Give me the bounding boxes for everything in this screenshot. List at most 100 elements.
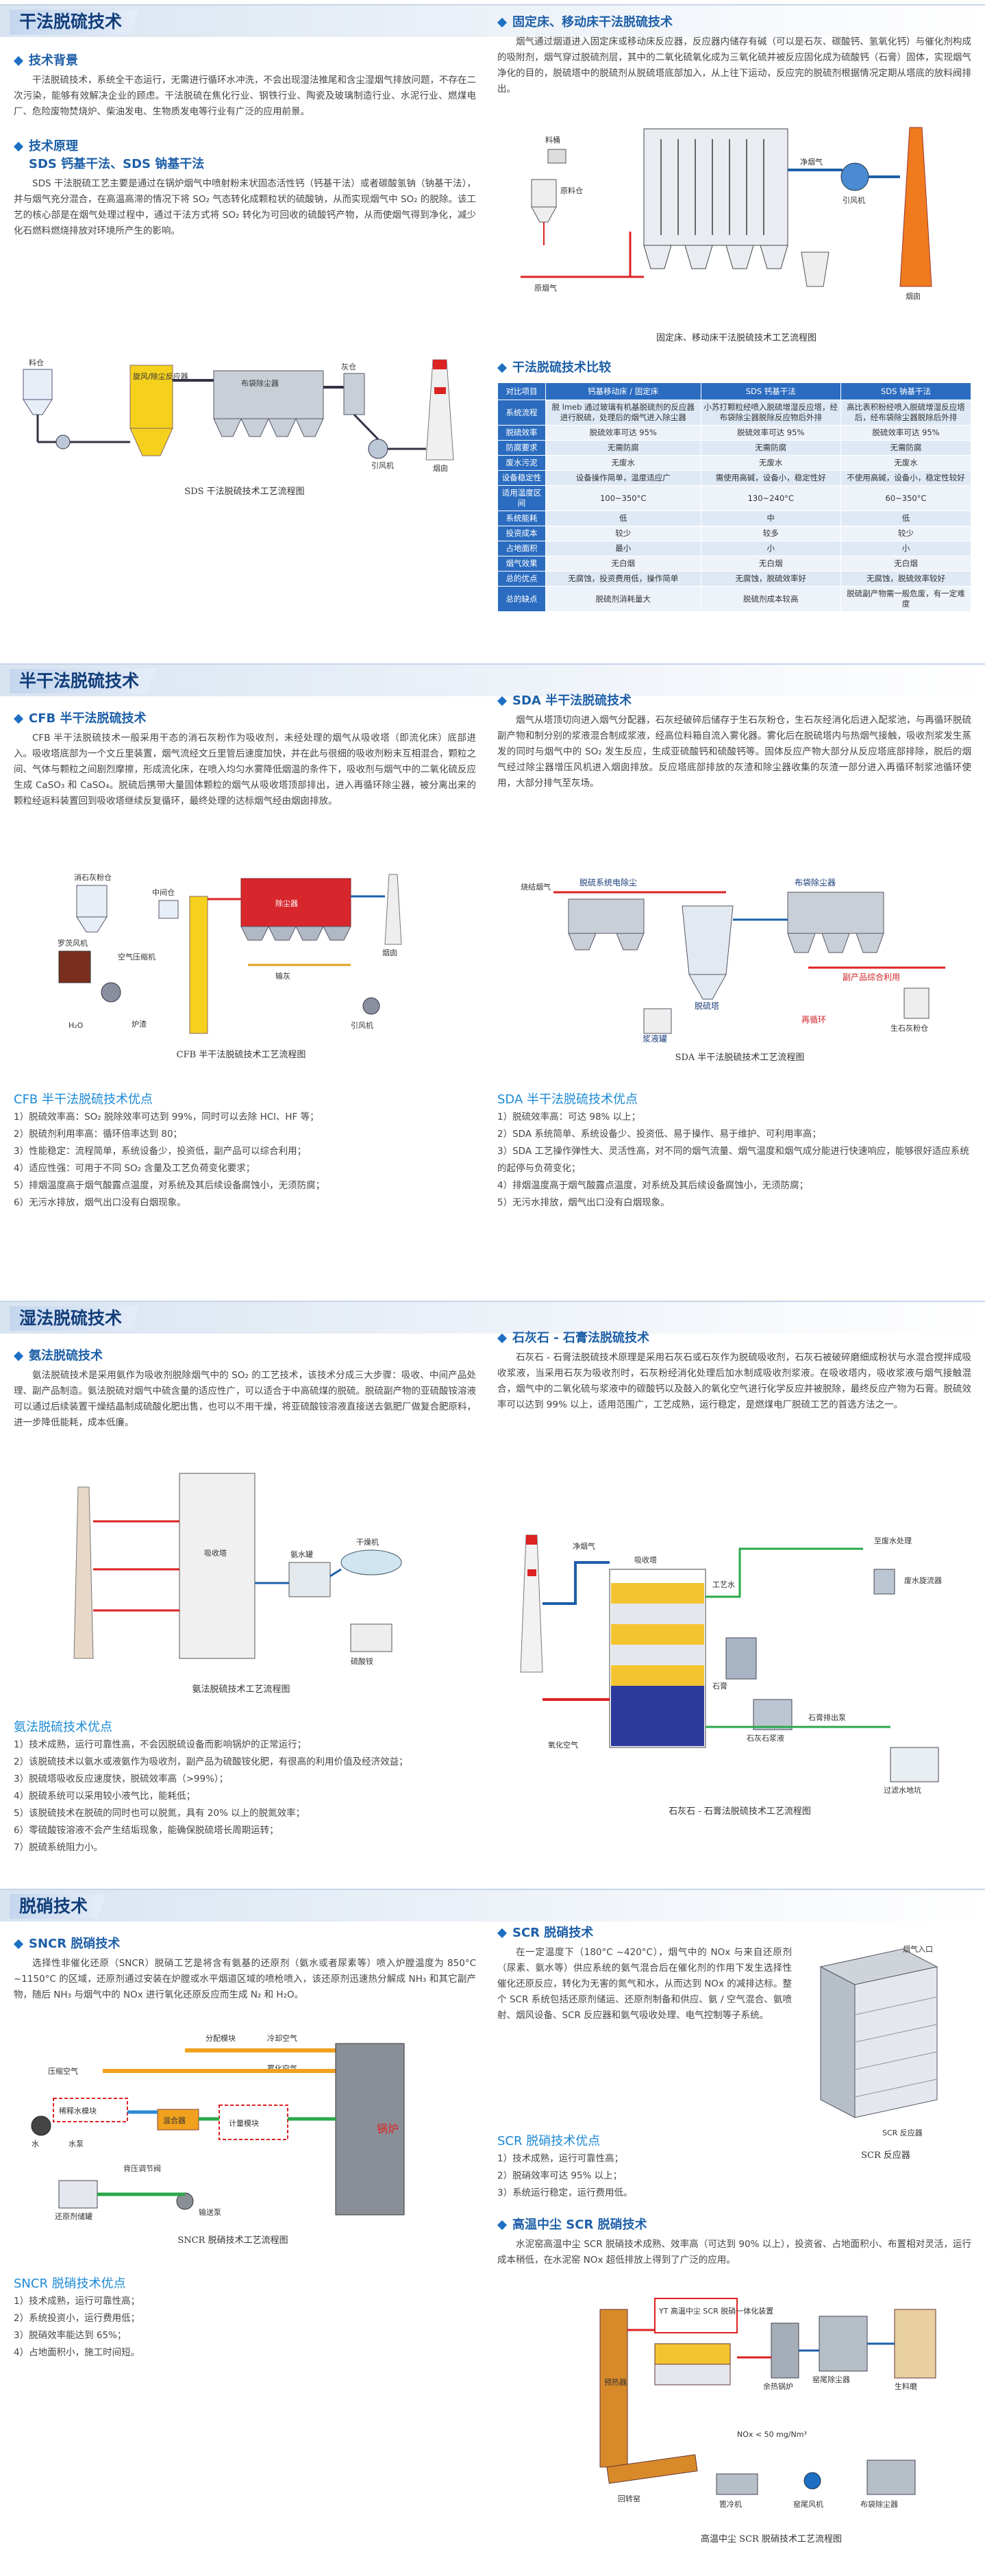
cfb-label-fan: 引风机 [351, 1020, 373, 1030]
lime-label-process-water: 工艺水 [712, 1580, 735, 1589]
dry-principle-title: 技术原理 [29, 139, 78, 154]
compare-cell: 无白烟 [840, 556, 971, 572]
lime-block: 石灰石 - 石膏法脱硫技术 石灰石 - 石膏法脱硫技术原理是采用石灰石或石灰作为… [497, 1329, 971, 1413]
hd-label-waste-heat: 余热锅炉 [763, 2381, 793, 2391]
sda-label-byproduct: 副产品综合利用 [843, 972, 900, 982]
scr-label-reactor: SCR 反应器 [882, 2128, 923, 2137]
advantage-item: 1）技术成熟，运行可靠性高，不会因脱硫设备而影响锅炉的正常运行； [14, 1739, 307, 1750]
fixed-bed-diagram: 料桶 原料仓 净烟气 引风机 烟囱 原烟气 [521, 127, 932, 301]
sncr-label-tank: 还原剂储罐 [55, 2211, 92, 2221]
compare-cell: 无需防腐 [545, 440, 701, 456]
diamond-bullet-icon [13, 1939, 24, 1950]
compare-table: 对比项目 钙基移动床 / 固定床 SDS 钙基干法 SDS 钠基干法 系统流程脱… [497, 382, 971, 612]
ammonia-caption: 氨法脱硫技术工艺流程图 [192, 1684, 290, 1695]
sncr-title: SNCR 脱硝技术 [29, 1937, 121, 1951]
sda-label-bag: 布袋除尘器 [795, 877, 836, 887]
compare-cell: 脱硫剂成本较高 [700, 586, 842, 612]
advantage-item: 1）脱硫效率高：SO₂ 脱除效率可达到 99%，同时可以去除 HCl、HF 等； [14, 1112, 319, 1123]
sncr-label-water: 水 [32, 2139, 39, 2148]
advantage-item: 7）脱硫系统阻力小。 [14, 1842, 103, 1853]
ammonia-block: 氨法脱硫技术 氨法脱硫技术是采用氨作为吸收剂脱除烟气中的 SO₂ 的工艺技术，该… [13, 1347, 476, 1431]
advantage-item: 1）技术成熟，运行可靠性高； [497, 2153, 624, 2164]
cfb-adv-title: CFB 半干法脱硫技术优点 [14, 1092, 153, 1107]
compare-cell: 小 [840, 541, 971, 556]
diamond-bullet-icon [497, 363, 508, 373]
advantage-item: 3）SDA 工艺操作弹性大、灵活性高，对不同的烟气流量、烟气温度和烟气成分能进行… [497, 1146, 969, 1174]
lime-label-pit: 过滤水地坑 [884, 1785, 921, 1795]
advantage-item: 4）占地面积小，施工时间短。 [14, 2347, 140, 2358]
scr-adv-title: SCR 脱硝技术优点 [497, 2134, 601, 2148]
compare-table-row: 总的优点无腐蚀，投资费用低，操作简单无腐蚀，脱硫效率好无腐蚀，脱硫效率较好 [497, 571, 971, 587]
dry-bg-title: 技术背景 [29, 53, 78, 68]
cfb-title: CFB 半干法脱硫技术 [29, 711, 147, 726]
hd-label-kiln-dust: 窑尾除尘器 [812, 2375, 850, 2384]
sda-label-inlet: 烧结烟气 [521, 882, 551, 892]
ammonia-process-diagram: 吸收塔 氨水罐 干燥机 硫酸铵 [73, 1473, 402, 1666]
cfb-label-limesilo: 消石灰粉仓 [74, 872, 112, 882]
compare-cell: 脱硫效率可达 95% [545, 425, 701, 441]
sds-label-silo: 料仓 [29, 358, 44, 367]
dry-left-column: 技术背景 干法脱硫技术，系统全干态运行，无需进行循环水冲洗，不会出现湿法推尾和含… [13, 52, 476, 239]
compare-cell: 60~350°C [840, 485, 971, 511]
scr-block: SCR 脱硝技术 在一定温度下（180°C ~420°C），烟气中的 NOx 与… [497, 1924, 792, 2024]
diamond-bullet-icon [497, 1333, 508, 1344]
dry-bg-text: 干法脱硫技术，系统全干态运行，无需进行循环水冲洗，不会出现湿法推尾和含尘湿烟气排… [14, 75, 476, 117]
sncr-label-compressed: 压缩空气 [48, 2066, 78, 2076]
hd-label-kiln: 回转窑 [618, 2494, 640, 2503]
compare-cell: 无腐蚀，脱硫效率好 [700, 571, 842, 587]
compare-table-row: 系统能耗低中低 [497, 511, 971, 526]
sncr-label-metering: 计量模块 [229, 2119, 259, 2128]
sda-label-lime: 生石灰粉仓 [890, 1023, 928, 1033]
cfb-caption: CFB 半干法脱硫技术工艺流程图 [176, 1050, 306, 1060]
fixed-label-clean: 净烟气 [800, 157, 823, 167]
scr-label-inlet: 烟气入口 [903, 1944, 933, 1954]
advantage-item: 4）排烟温度高于烟气酸露点温度，对系统及其后续设备腐蚀小，无须防腐； [497, 1180, 809, 1191]
scr-title: SCR 脱硝技术 [512, 1926, 594, 1940]
ammonia-label-product: 硫酸铵 [351, 1656, 373, 1666]
sncr-heading: SNCR 脱硝技术 [13, 1935, 476, 1953]
ammonia-heading: 氨法脱硫技术 [13, 1347, 476, 1365]
compare-cell: 最小 [545, 541, 701, 556]
lime-label-wastewater: 至废水处理 [874, 1536, 912, 1545]
sds-label-bagfilter: 布袋除尘器 [241, 378, 279, 388]
fixed-label-chimney: 烟囱 [906, 291, 921, 301]
compare-cell: 130~240°C [700, 485, 842, 511]
section-title-denox: 脱硝技术 [10, 1894, 106, 1919]
compare-row-header: 烟气效果 [497, 556, 546, 572]
hd-label-nox: NOx < 50 mg/Nm³ [737, 2430, 807, 2439]
compare-cell: 低 [545, 511, 701, 526]
compare-cell: 小 [700, 541, 842, 556]
hd-label-unit: YT 高温中尘 SCR 脱硝一体化装置 [658, 2306, 773, 2316]
scr-heading: SCR 脱硝技术 [497, 1924, 792, 1942]
fixed-label-fan: 引风机 [843, 195, 865, 205]
diamond-bullet-icon [497, 696, 508, 707]
compare-cell: 无腐蚀，投资费用低，操作简单 [545, 571, 701, 587]
fixed-heading: 固定床、移动床干法脱硫技术 [497, 14, 971, 32]
compare-cell: 无白烟 [545, 556, 701, 572]
section-band-semidry: 半干法脱硫技术 [0, 663, 985, 696]
lime-text: 石灰石 - 石膏法脱硫技术原理是采用石灰石或石灰作为脱硫吸收剂，石灰石被破碎磨细… [497, 1352, 971, 1410]
compare-row-header: 设备稳定性 [497, 470, 546, 486]
sds-title: SDS 钙基干法、SDS 钠基干法 [29, 157, 205, 171]
advantage-item: 2）脱硝效率可达 95% 以上； [497, 2170, 623, 2181]
compare-cell: 脱硫副产物需一般危废，有一定难度 [840, 586, 971, 612]
sds-label-reactor: 旋风/除尘反应器 [133, 371, 188, 381]
advantage-item: 6）无污水排放，烟气出口没有白烟现象。 [14, 1197, 186, 1208]
sncr-label-boiler: 锅炉 [377, 2122, 399, 2135]
cfb-label-roots: 罗茨风机 [58, 938, 88, 948]
compare-row-header: 适用温度区间 [497, 485, 546, 511]
compare-col-3: SDS 钠基干法 [840, 382, 971, 400]
section-band-dry: 干法脱硫技术 [0, 4, 985, 37]
cfb-block: CFB 半干法脱硫技术 CFB 半干法脱硫技术一般采用干态的消石灰粉作为吸收剂，… [13, 710, 476, 809]
advantage-item: 3）系统运行稳定，运行费用低。 [497, 2187, 633, 2198]
scr-reactor-diagram: 烟气入口 SCR 反应器 [819, 1944, 938, 2137]
sncr-label-backpressure: 背压调节阀 [123, 2163, 161, 2173]
compare-cell: 脱硫效率可达 95% [840, 425, 971, 441]
compare-row-header: 系统流程 [497, 400, 546, 426]
compare-cell: 设备操作简单，温度适应广 [545, 470, 701, 486]
compare-col-0: 对比项目 [497, 382, 546, 400]
compare-row-header: 系统能耗 [497, 511, 546, 526]
lime-label-tower: 吸收塔 [634, 1555, 657, 1565]
